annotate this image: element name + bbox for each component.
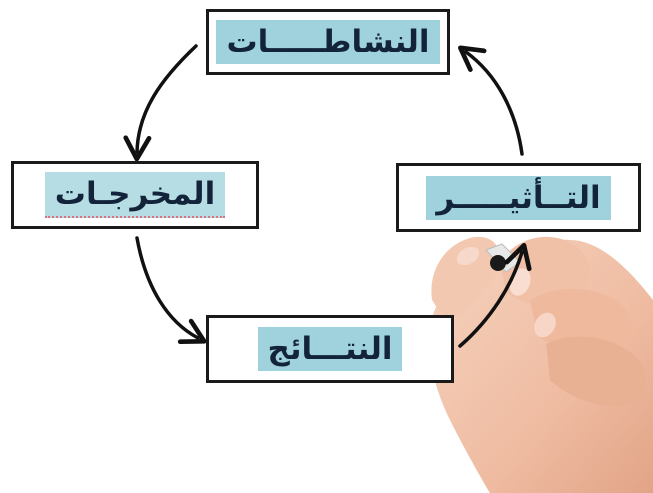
node-results-label: النتـــائج: [257, 327, 403, 371]
node-outputs: المخرجـات: [11, 161, 259, 229]
node-results: النتـــائج: [206, 315, 454, 383]
node-outputs-label: المخرجـات: [44, 172, 226, 218]
node-impact-label: التــأثيـــــر: [426, 175, 611, 220]
hand-finger-2: [530, 288, 633, 357]
thumb-nail: [456, 246, 480, 266]
node-activities: النشاطـــــات: [206, 9, 450, 75]
node-activities-label: النشاطـــــات: [216, 20, 440, 64]
marker-tip: [490, 255, 506, 271]
arrow-impact-to-activities: [458, 45, 524, 156]
arrow-results-to-impact: [458, 242, 532, 348]
hand-thumb: [431, 236, 501, 317]
hand-finger-3: [546, 336, 646, 407]
arrow-outputs-to-results: [135, 236, 207, 345]
node-impact: التــأثيـــــر: [396, 163, 641, 232]
finger-nail-2: [534, 312, 556, 338]
arrow-activities-to-outputs: [123, 44, 198, 162]
